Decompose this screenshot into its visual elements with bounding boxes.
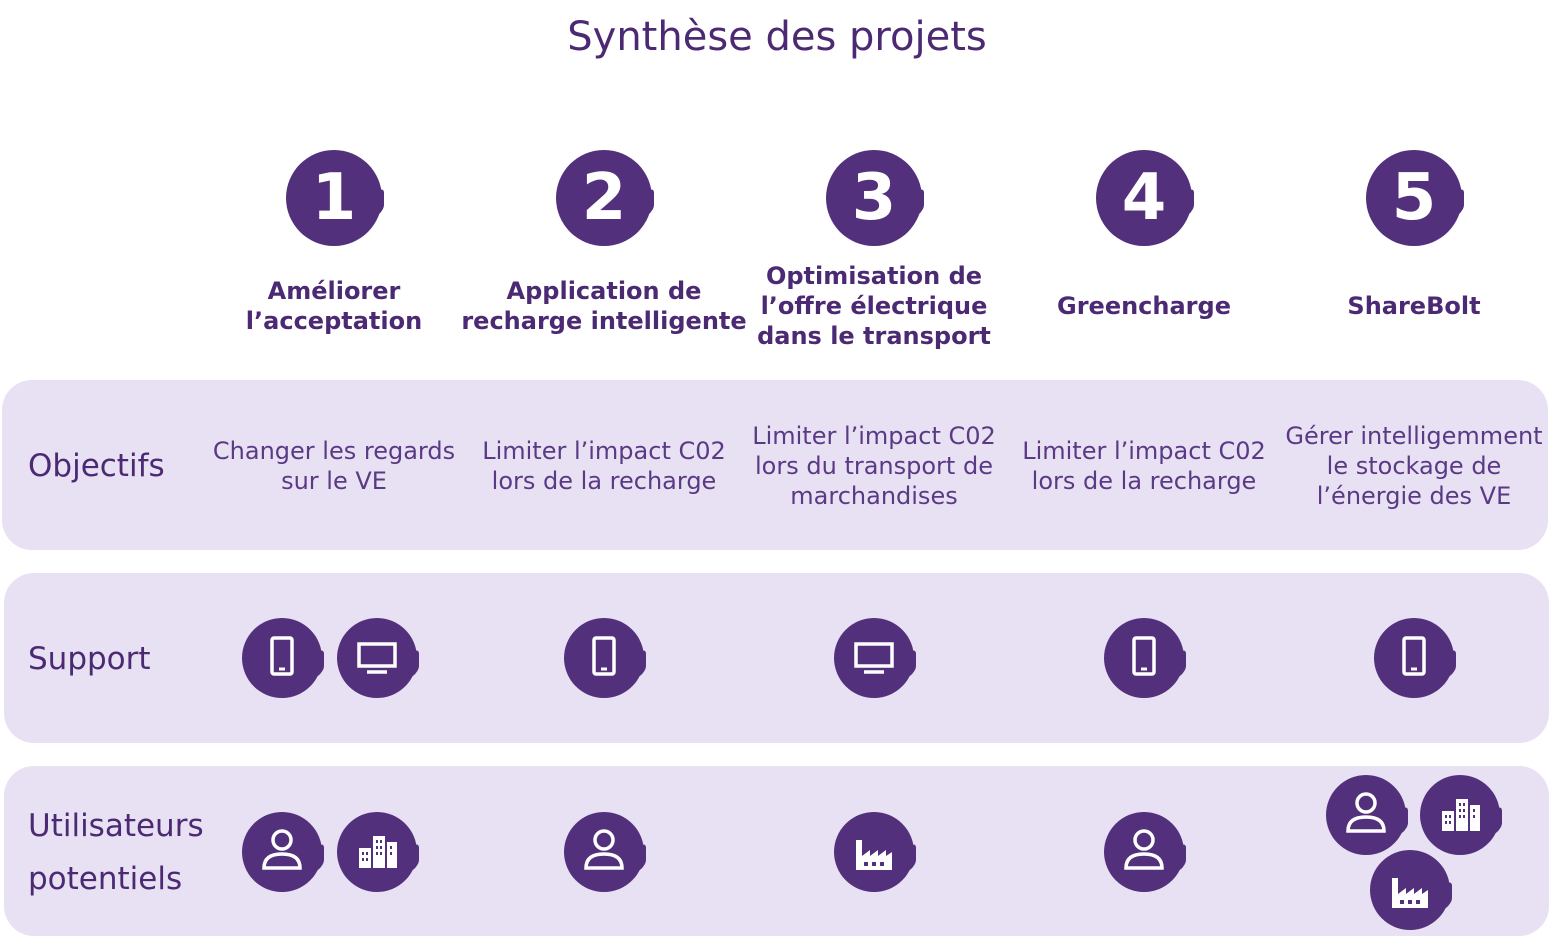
project-number-badge: 2	[556, 150, 652, 246]
objectives-band	[2, 380, 1548, 550]
row-label-users: Utilisateurs potentiels	[28, 800, 204, 906]
project-title: Greencharge	[1057, 292, 1231, 320]
objective-text: Limiter l’impact C02 lors de la recharge	[1022, 437, 1266, 495]
phone-icon	[564, 618, 644, 698]
objective-text: Changer les regards sur le VE	[212, 437, 456, 495]
row-label-support: Support	[28, 641, 151, 677]
row-label-users-line2: potentiels	[28, 861, 183, 897]
monitor-icon	[834, 618, 914, 698]
person-icon	[1104, 812, 1184, 892]
project-number-badge: 3	[826, 150, 922, 246]
project-title: ShareBolt	[1347, 292, 1481, 320]
person-icon	[564, 812, 644, 892]
factory-icon	[1370, 850, 1450, 930]
users-band	[4, 766, 1549, 936]
project-title: Améliorer l’acceptation	[245, 277, 423, 335]
project-number-badge: 1	[286, 150, 382, 246]
page-title: Synthèse des projets	[567, 14, 987, 60]
project-title: Application de recharge intelligente	[461, 277, 747, 335]
phone-icon	[1374, 618, 1454, 698]
monitor-icon	[337, 618, 417, 698]
objective-text: Gérer intelligemment le stockage de l’én…	[1285, 422, 1543, 510]
person-icon	[1326, 775, 1406, 855]
buildings-icon	[337, 812, 417, 892]
project-number-badge: 5	[1366, 150, 1462, 246]
project-number-badge: 4	[1096, 150, 1192, 246]
support-band	[4, 573, 1549, 743]
buildings-icon	[1420, 775, 1500, 855]
phone-icon	[1104, 618, 1184, 698]
person-icon	[242, 812, 322, 892]
row-label-users-line1: Utilisateurs	[28, 808, 204, 844]
objective-text: Limiter l’impact C02 lors de la recharge	[482, 437, 726, 495]
objective-text: Limiter l’impact C02 lors du transport d…	[752, 422, 996, 510]
project-title: Optimisation de l’offre électrique dans …	[757, 262, 991, 350]
factory-icon	[834, 812, 914, 892]
row-label-objectives: Objectifs	[28, 448, 165, 484]
phone-icon	[242, 618, 322, 698]
